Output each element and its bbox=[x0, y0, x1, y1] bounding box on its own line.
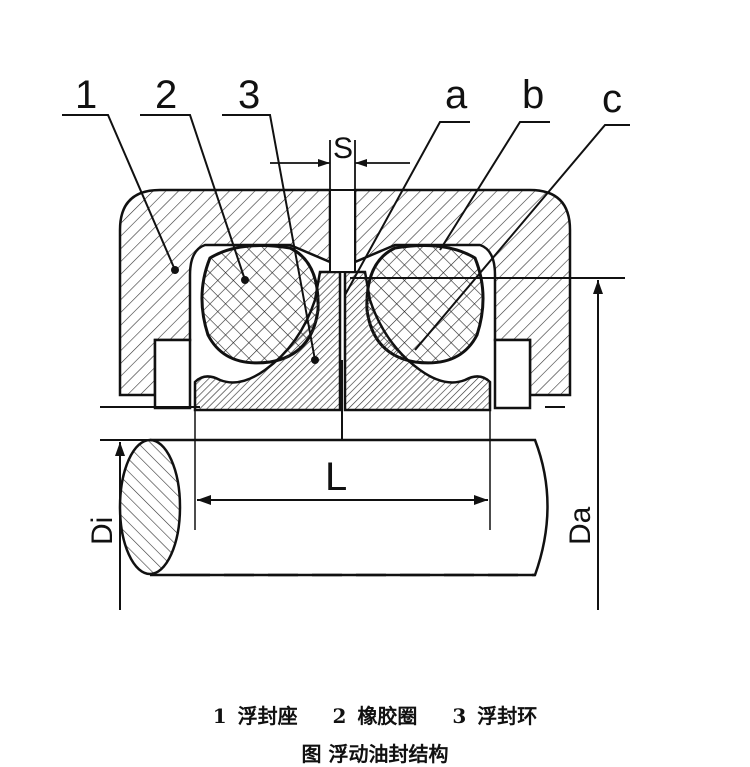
callout-b: b bbox=[522, 73, 544, 117]
legend-name-1: 浮封座 bbox=[237, 704, 298, 728]
dimension-Da: Da bbox=[564, 280, 603, 610]
callout-1: 1 bbox=[75, 73, 97, 117]
dimension-L: L bbox=[197, 455, 488, 505]
callout-a: a bbox=[445, 73, 468, 117]
figure-caption: 图 浮动油封结构 bbox=[301, 742, 449, 766]
label-Di: Di bbox=[86, 517, 119, 545]
callout-c: c bbox=[602, 77, 622, 121]
label-S: S bbox=[333, 132, 353, 165]
float-seal-ring-right bbox=[343, 270, 492, 412]
dimension-Di: Di bbox=[86, 442, 125, 610]
callout-2: 2 bbox=[155, 73, 177, 117]
legend: 1 浮封座 2 橡胶圈 3 浮封环 bbox=[0, 700, 750, 729]
label-Da: Da bbox=[564, 506, 597, 545]
legend-name-3: 浮封环 bbox=[477, 704, 538, 728]
legend-num-1: 1 bbox=[212, 704, 227, 728]
center-gap bbox=[329, 189, 356, 273]
legend-num-2: 2 bbox=[332, 704, 347, 728]
dimension-S: S bbox=[270, 132, 410, 195]
legend-num-3: 3 bbox=[452, 704, 467, 728]
legend-name-2: 橡胶圈 bbox=[357, 704, 418, 728]
label-L: L bbox=[325, 455, 347, 499]
seat-slot-right bbox=[493, 338, 532, 410]
seat-slot-left bbox=[153, 338, 192, 410]
floating-seal-diagram: L Di Da S 1 2 3 a b c bbox=[62, 73, 630, 610]
callout-3: 3 bbox=[238, 73, 260, 117]
float-seal-ring-left bbox=[193, 270, 342, 412]
